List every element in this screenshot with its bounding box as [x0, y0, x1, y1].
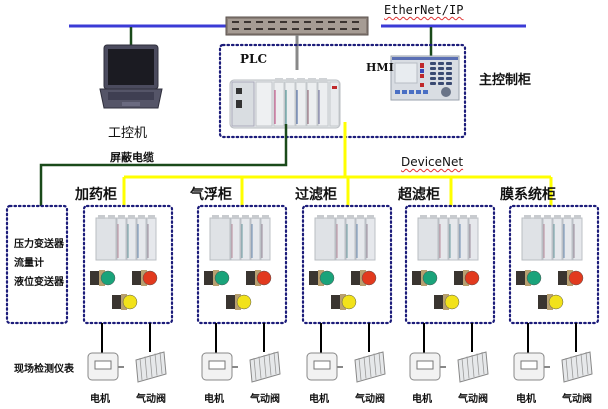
io-module-rack-icon	[314, 215, 376, 261]
plc-label: PLC	[240, 52, 268, 66]
pneumatic-valve-icon	[135, 351, 167, 383]
pneumatic-valve-icon	[354, 351, 386, 383]
cabinet-2	[196, 204, 288, 383]
pneumatic-valve-icon	[249, 351, 281, 383]
valve-label: 气动阀	[355, 394, 385, 405]
io-module-rack-icon	[417, 215, 479, 261]
laptop-icon	[99, 44, 163, 109]
cabinet-frame	[301, 204, 393, 325]
field-instruments-label: 现场检测仪表	[14, 364, 74, 375]
hmi-label: HMI	[366, 61, 394, 74]
motor-icon	[409, 352, 446, 381]
cabinet-frame	[508, 204, 600, 325]
shielded-cable-label: 屏蔽电缆	[110, 151, 154, 164]
instrument-item-pressure: 压力变送器	[14, 239, 64, 250]
motor-icon	[87, 352, 124, 381]
pneumatic-valve-icon	[457, 351, 489, 383]
instrument-item-flow: 流量计	[14, 258, 44, 269]
devicenet-label: DeviceNet	[401, 155, 464, 169]
cabinet-label: 过滤柜	[295, 187, 337, 203]
motor-icon	[513, 352, 550, 381]
motor-label: 电机	[90, 394, 110, 405]
workstation-label: 工控机	[108, 126, 148, 141]
motor-icon	[306, 352, 343, 381]
yellow-push-button-icon	[226, 294, 252, 310]
valve-label: 气动阀	[136, 394, 166, 405]
motor-icon	[201, 352, 238, 381]
yellow-push-button-icon	[538, 294, 564, 310]
io-module-rack-icon	[521, 215, 583, 261]
motor-label: 电机	[204, 394, 224, 405]
red-emergency-button-icon	[558, 270, 584, 286]
cabinet-label: 膜系统柜	[500, 187, 556, 203]
cabinet-label: 超滤柜	[398, 187, 440, 203]
red-emergency-button-icon	[454, 270, 480, 286]
valve-label: 气动阀	[250, 394, 280, 405]
shielded-cable-line	[39, 124, 288, 206]
io-module-rack-icon	[95, 215, 157, 261]
instrument-item-level: 液位变送器	[14, 277, 64, 288]
cabinet-3	[301, 204, 393, 383]
ethernet-label: EtherNet/IP	[384, 3, 464, 17]
pneumatic-valve-icon	[561, 351, 593, 383]
devicenet-bus	[124, 122, 551, 179]
valve-label: 气动阀	[562, 394, 592, 405]
cabinet-1	[82, 204, 174, 383]
green-push-button-icon	[204, 270, 230, 286]
cabinet-label: 加药柜	[75, 187, 117, 203]
cabinet-5	[508, 204, 600, 383]
instrument-box-frame	[5, 204, 69, 325]
main-cabinet-label: 主控制柜	[479, 73, 532, 88]
yellow-push-button-icon	[434, 294, 460, 310]
motor-label: 电机	[412, 394, 432, 405]
cabinet-4	[404, 204, 496, 383]
yellow-push-button-icon	[331, 294, 357, 310]
main-cabinet-frame	[218, 43, 467, 139]
io-module-rack-icon	[209, 215, 271, 261]
green-push-button-icon	[412, 270, 438, 286]
green-push-button-icon	[90, 270, 116, 286]
hmi-panel-icon	[390, 55, 460, 101]
motor-label: 电机	[516, 394, 536, 405]
red-emergency-button-icon	[351, 270, 377, 286]
green-push-button-icon	[516, 270, 542, 286]
green-push-button-icon	[309, 270, 335, 286]
cabinet-frame	[404, 204, 496, 325]
motor-label: 电机	[309, 394, 329, 405]
plc-rack-icon	[229, 78, 341, 129]
yellow-push-button-icon	[112, 294, 138, 310]
network-switch-icon	[225, 16, 369, 36]
valve-label: 气动阀	[458, 394, 488, 405]
red-emergency-button-icon	[246, 270, 272, 286]
cabinet-label: 气浮柜	[190, 187, 232, 203]
cabinet-frame	[196, 204, 288, 325]
red-emergency-button-icon	[132, 270, 158, 286]
plc-power-module	[329, 81, 340, 127]
cabinet-frame	[82, 204, 174, 325]
